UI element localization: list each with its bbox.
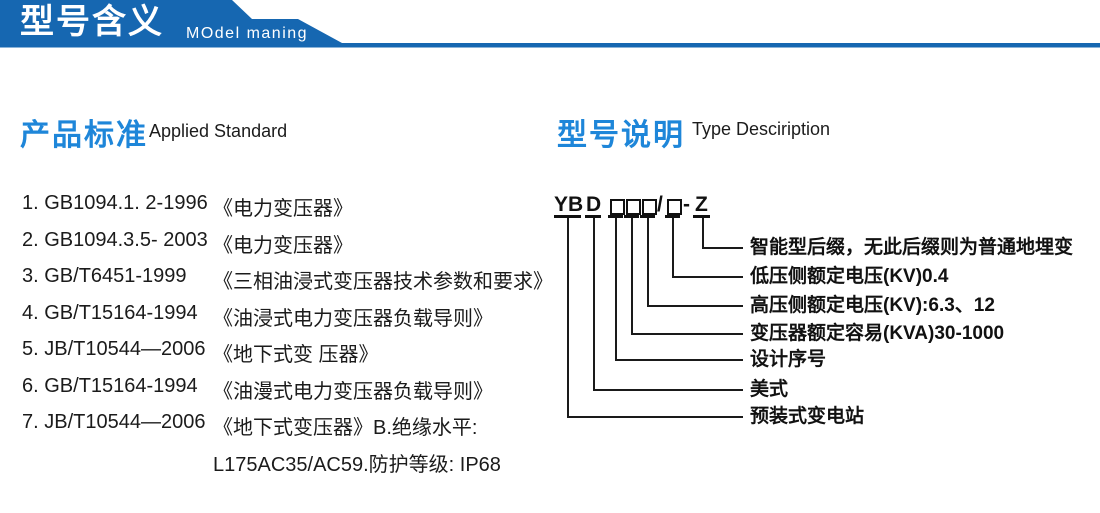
- model-label: 变压器额定容易(KVA)30-1000: [750, 323, 1005, 344]
- standard-row: 6. GB/T15164-1994 《油漫式电力变压器负载导则》: [22, 375, 552, 412]
- connector-line: [631, 218, 743, 335]
- standard-title: 《油浸式电力变压器负载导则》: [213, 307, 493, 330]
- segment-underline: [624, 215, 639, 218]
- model-segment-dash: -: [683, 193, 690, 216]
- standards-heading-en: Applied Standard: [149, 121, 288, 141]
- segment-underline: [608, 215, 623, 218]
- standard-code: 4. GB/T15164-1994: [22, 301, 198, 324]
- model-label: 低压侧额定电压(KV)0.4: [750, 266, 949, 287]
- connector-line: [567, 218, 743, 418]
- standard-title: 《电力变压器》: [213, 198, 353, 220]
- model-label: 智能型后缀，无此后缀则为普通地埋变: [750, 237, 1074, 258]
- page-subtitle: MOdel maning: [186, 25, 309, 42]
- standards-heading: 产品标准: [20, 119, 148, 152]
- segment-underline: [693, 215, 710, 218]
- connector-line: [702, 218, 743, 249]
- standards-list: 1. GB1094.1. 2-1996 《电力变压器》 2. GB1094.3.…: [22, 192, 553, 485]
- standard-row: 1. GB1094.1. 2-1996 《电力变压器》: [22, 192, 552, 229]
- banner-shape: [0, 0, 1100, 48]
- standard-title: 《电力变压器》: [213, 234, 353, 257]
- connector-line: [647, 218, 743, 307]
- segment-underline: [554, 215, 581, 218]
- model-box: [610, 199, 625, 215]
- standard-code: 2. GB1094.3.5- 2003: [22, 228, 208, 251]
- segment-underline: [665, 215, 680, 218]
- page-title: 型号含义: [20, 3, 164, 41]
- standard-row: 7. JB/T10544—2006 《地下式变压器》B.绝缘水平:: [22, 411, 552, 448]
- model-box: [667, 199, 682, 215]
- standard-row: 5. JB/T10544—2006 《地下式变 压器》: [22, 338, 552, 375]
- standard-code: 6. GB/T15164-1994: [22, 374, 198, 397]
- model-segment-series: D: [586, 193, 602, 216]
- model-heading: 型号说明: [557, 119, 685, 152]
- standard-title: 《三相油浸式变压器技术参数和要求》: [213, 271, 553, 293]
- standard-title: 《地下式变 压器》: [213, 344, 379, 366]
- standard-title: 《地下式变压器》B.绝缘水平:: [213, 417, 478, 439]
- segment-underline: [640, 215, 655, 218]
- model-label: 美式: [750, 379, 789, 400]
- connector-line: [615, 218, 743, 361]
- connector-line: [672, 218, 743, 278]
- standard-title: L175AC35/AC59.防护等级: IP68: [213, 453, 501, 476]
- standard-row: 3. GB/T6451-1999 《三相油浸式变压器技术参数和要求》: [22, 265, 553, 302]
- connector-line: [593, 218, 743, 391]
- model-segment-slash: /: [657, 193, 663, 216]
- header-banner: [0, 0, 1100, 48]
- model-label: 设计序号: [750, 349, 827, 370]
- standard-code: 5. JB/T10544—2006: [22, 338, 206, 360]
- standard-code: 7. JB/T10544—2006: [22, 411, 206, 433]
- standard-row: 4. GB/T15164-1994 《油浸式电力变压器负载导则》: [22, 302, 552, 339]
- model-box: [626, 199, 641, 215]
- standard-row: 2. GB1094.3.5- 2003 《电力变压器》: [22, 229, 552, 266]
- standard-title: 《油漫式电力变压器负载导则》: [213, 380, 493, 403]
- model-heading-en: Type Desciription: [692, 119, 831, 139]
- standard-row: L175AC35/AC59.防护等级: IP68: [22, 448, 552, 485]
- segment-underline: [585, 215, 601, 218]
- model-label: 高压侧额定电压(KV):6.3、12: [750, 295, 995, 316]
- standard-code: 3. GB/T6451-1999: [22, 265, 187, 287]
- model-segment-prefix: YB: [554, 193, 584, 216]
- standard-code: 1. GB1094.1. 2-1996: [22, 192, 208, 214]
- model-label: 预装式变电站: [750, 406, 865, 427]
- model-segment-suffix: Z: [695, 193, 708, 216]
- model-box: [642, 199, 657, 215]
